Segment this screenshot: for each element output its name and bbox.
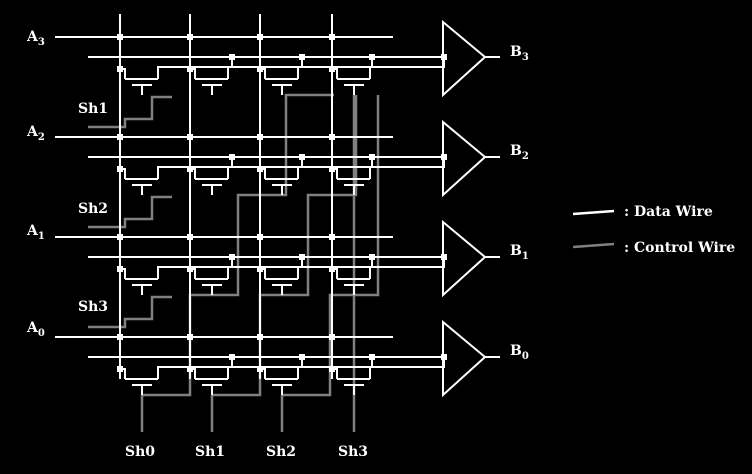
junction-dot	[187, 366, 193, 372]
buffer-triangle-row-2	[442, 219, 487, 298]
transistor-drain	[157, 157, 233, 179]
junction-dot	[257, 334, 263, 340]
junction-dot	[329, 334, 335, 340]
junction-dot	[257, 34, 263, 40]
output-buffers	[442, 19, 500, 398]
junction-dot	[187, 66, 193, 72]
legend-control-wire-swatch	[572, 242, 615, 249]
junction-dot	[329, 34, 335, 40]
transistor-drain	[227, 257, 303, 279]
buffer-triangle-row-0	[442, 19, 487, 98]
data-wires	[55, 14, 443, 379]
control-label-sh3-bottom: Sh3	[338, 444, 368, 460]
junction-dot	[117, 266, 123, 272]
junction-dot	[257, 266, 263, 272]
junction-dot	[329, 266, 335, 272]
junction-dot	[329, 166, 335, 172]
junction-dot	[257, 134, 263, 140]
transistor-cell	[257, 234, 375, 295]
junction-dot	[257, 166, 263, 172]
control-label-sh2-left: Sh2	[78, 201, 108, 217]
junction-dot	[257, 366, 263, 372]
junction-dot	[329, 66, 335, 72]
junction-dot	[187, 266, 193, 272]
junction-dot	[187, 166, 193, 172]
input-label-a1: A1	[26, 223, 45, 242]
control-label-sh3-left: Sh3	[78, 299, 108, 315]
junction-dot	[187, 234, 193, 240]
junction-dot	[117, 34, 123, 40]
junction-dot	[257, 234, 263, 240]
junction-dot	[117, 234, 123, 240]
transistor-drain	[157, 357, 233, 379]
input-label-a3: A3	[26, 29, 45, 48]
control-wire-left-2	[88, 195, 172, 229]
transistor-drain	[227, 357, 303, 379]
control-label-sh2-bottom: Sh2	[266, 444, 296, 460]
transistor-drain	[227, 157, 303, 179]
transistor-drain	[157, 257, 233, 279]
transistor-cell	[187, 134, 305, 195]
transistor-cell	[187, 34, 305, 95]
output-label-b3: B3	[510, 44, 529, 63]
transistor-cell	[257, 34, 375, 95]
legend-data-wire-label: : Data Wire	[624, 204, 713, 220]
transistor-drain	[227, 57, 303, 79]
legend-data-wire-swatch	[572, 209, 615, 216]
control-label-sh0-bottom: Sh0	[125, 444, 155, 460]
buffer-triangle-row-3	[442, 319, 487, 398]
junction-dot	[117, 66, 123, 72]
legend-control-wire-label: : Control Wire	[624, 240, 735, 256]
control-wire-left-3	[88, 295, 172, 329]
transistor-cell	[117, 234, 235, 295]
control-wires	[88, 93, 380, 432]
control-wire-ladder-2	[282, 95, 380, 397]
transistor-drain	[157, 57, 233, 79]
junction-dot	[257, 66, 263, 72]
transistor-cell	[117, 334, 235, 395]
junction-dot	[329, 234, 335, 240]
buffer-triangle-row-1	[442, 119, 487, 198]
control-label-sh1-left: Sh1	[78, 101, 108, 117]
legend: : Data Wire : Control Wire	[572, 204, 735, 256]
junction-dot	[117, 134, 123, 140]
input-label-a2: A2	[26, 124, 45, 143]
transistor-cell	[117, 34, 235, 95]
transistor-cell	[187, 334, 305, 395]
input-label-a0: A0	[26, 320, 45, 339]
output-label-b0: B0	[510, 343, 529, 362]
transistor-cell	[117, 134, 235, 195]
junction-dot	[329, 134, 335, 140]
control-label-sh1-bottom: Sh1	[195, 444, 225, 460]
control-wire-left-1	[88, 95, 172, 129]
output-label-b2: B2	[510, 143, 529, 162]
transistor-cell	[187, 234, 305, 295]
junction-dot	[187, 334, 193, 340]
transistor-cells	[117, 34, 447, 395]
junction-dot	[117, 334, 123, 340]
output-label-b1: B1	[510, 243, 529, 262]
junction-dot	[187, 134, 193, 140]
junction-dot	[329, 366, 335, 372]
junction-dot	[187, 34, 193, 40]
junction-dot	[117, 166, 123, 172]
junction-dot	[117, 366, 123, 372]
